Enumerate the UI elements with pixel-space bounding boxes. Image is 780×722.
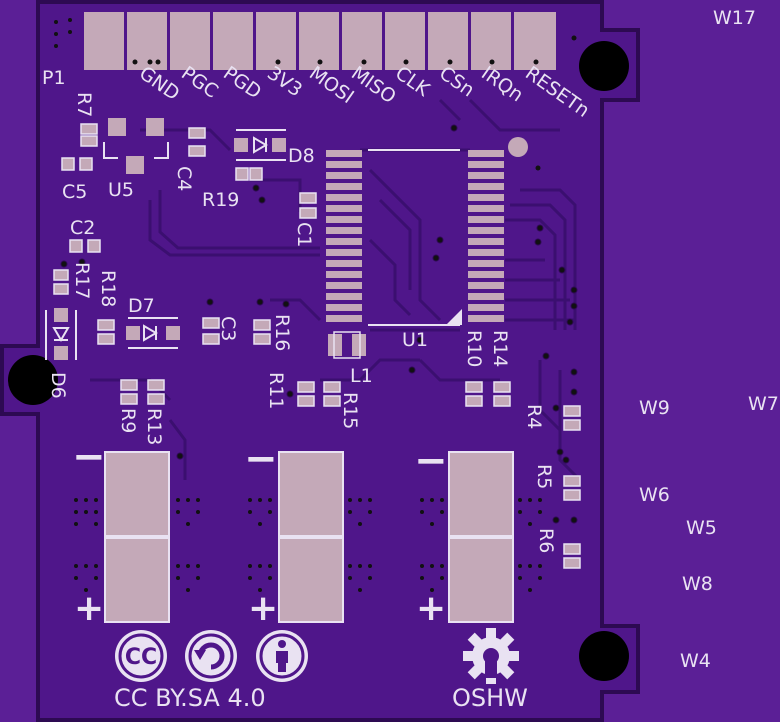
wire-label-w7: W7 <box>748 393 779 415</box>
ref-c3: C3 <box>217 316 239 341</box>
polarity-minus-3: − <box>414 438 448 484</box>
u1-orientation-mark <box>446 309 462 325</box>
ref-c4: C4 <box>173 166 195 191</box>
ref-r15: R15 <box>339 392 361 429</box>
wire-label-w6: W6 <box>639 484 670 506</box>
ref-r13: R13 <box>143 408 165 445</box>
ref-d7: D7 <box>128 295 155 317</box>
ref-r9: R9 <box>117 408 139 433</box>
mounting-hole-left <box>8 355 58 405</box>
polarity-plus-1: + <box>74 588 104 629</box>
wire-label-w17: W17 <box>713 7 756 29</box>
ref-r14: R14 <box>489 330 511 367</box>
passive-pads <box>53 123 581 569</box>
ref-r10: R10 <box>463 330 485 367</box>
ref-r7: R7 <box>73 92 95 117</box>
u1-pin1-marker <box>508 137 528 157</box>
ref-r11: R11 <box>265 372 287 409</box>
ref-r16: R16 <box>271 314 293 351</box>
ref-l1: L1 <box>350 365 373 387</box>
diode-d7 <box>126 317 180 349</box>
ref-u1: U1 <box>402 329 428 351</box>
wire-label-w9: W9 <box>639 397 670 419</box>
mounting-hole-bottom-right <box>579 631 629 681</box>
oshw-gear-icon <box>463 628 519 684</box>
ref-c5: C5 <box>62 181 87 203</box>
header-ref-label: P1 <box>42 67 66 89</box>
ref-u5: U5 <box>108 179 134 201</box>
ref-r19: R19 <box>202 189 239 211</box>
ref-r18: R18 <box>97 270 119 307</box>
share-alike-icon <box>185 630 237 682</box>
attribution-icon <box>256 630 308 682</box>
polarity-plus-2: + <box>248 588 278 629</box>
ref-c1: C1 <box>293 222 315 247</box>
ref-d6: D6 <box>47 372 69 399</box>
mounting-hole-top-right <box>579 41 629 91</box>
u1-pads-left <box>326 150 362 322</box>
u5-footprint <box>103 118 169 174</box>
polarity-plus-3: + <box>416 588 446 629</box>
header-vias <box>54 18 577 171</box>
polarity-minus-1: − <box>72 434 106 480</box>
l1-footprint <box>328 331 366 359</box>
wire-label-w8: W8 <box>682 573 713 595</box>
ref-r17: R17 <box>71 262 93 299</box>
wire-label-w5: W5 <box>686 517 717 539</box>
ref-r6: R6 <box>535 528 557 553</box>
ref-r5: R5 <box>533 464 555 489</box>
license-text: CC BY.SA 4.0 <box>114 684 266 712</box>
ref-r4: R4 <box>523 404 545 429</box>
polarity-minus-2: − <box>244 436 278 482</box>
diode-d6 <box>45 308 77 360</box>
cc-logo-text: CC <box>125 645 157 670</box>
ref-d8: D8 <box>288 145 315 167</box>
diode-d8 <box>234 129 286 161</box>
oshw-text: OSHW <box>452 684 528 712</box>
stitching-vias <box>74 498 542 592</box>
u1-pads-right <box>468 150 504 322</box>
cc-logo-icon: CC <box>115 630 167 682</box>
ref-c2: C2 <box>70 217 95 239</box>
vias <box>60 124 578 524</box>
wire-label-w4: W4 <box>680 650 711 672</box>
large-pads <box>104 451 514 623</box>
